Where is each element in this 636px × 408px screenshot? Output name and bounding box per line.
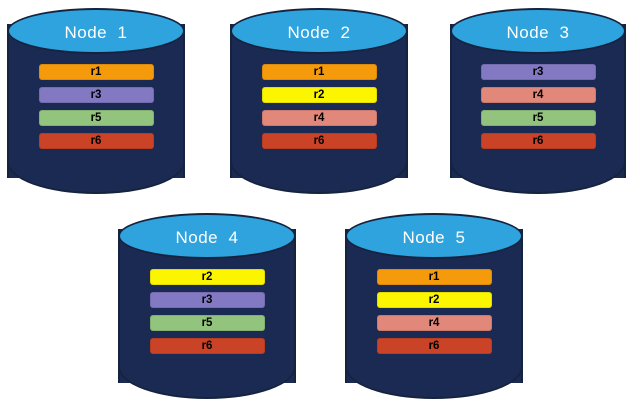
- cylinder-bottom-ellipse: [118, 367, 296, 399]
- replica-bar[interactable]: r6: [38, 133, 154, 149]
- replica-bar[interactable]: r4: [376, 315, 492, 331]
- replica-list: r1 r2 r4 r6: [345, 269, 523, 354]
- cylinder-top-ellipse: [345, 213, 523, 259]
- database-node-3[interactable]: Node 3 r3 r4 r5 r6: [450, 8, 626, 194]
- replica-list: r2 r3 r5 r6: [118, 269, 296, 354]
- replica-bar[interactable]: r2: [149, 269, 265, 285]
- cylinder-bottom-ellipse: [7, 162, 185, 194]
- database-node-4[interactable]: Node 4 r2 r3 r5 r6: [118, 213, 296, 399]
- database-node-5[interactable]: Node 5 r1 r2 r4 r6: [345, 213, 523, 399]
- cylinder-top-ellipse: [230, 8, 408, 54]
- replica-bar[interactable]: r6: [480, 133, 596, 149]
- replica-bar[interactable]: r1: [38, 64, 154, 80]
- replica-bar[interactable]: r2: [376, 292, 492, 308]
- replica-bar[interactable]: r6: [261, 133, 377, 149]
- replica-bar[interactable]: r1: [261, 64, 377, 80]
- replica-bar[interactable]: r2: [261, 87, 377, 103]
- replica-bar[interactable]: r6: [376, 338, 492, 354]
- cylinder-bottom-ellipse: [450, 162, 626, 194]
- cylinder-top-ellipse: [450, 8, 626, 54]
- node-title: Node 5: [402, 228, 466, 247]
- cylinder-bottom-ellipse: [230, 162, 408, 194]
- replica-bar[interactable]: r3: [149, 292, 265, 308]
- replica-bar[interactable]: r3: [38, 87, 154, 103]
- cylinder-top-ellipse: [7, 8, 185, 54]
- replica-bar[interactable]: r3: [480, 64, 596, 80]
- cylinder-bottom-ellipse: [345, 367, 523, 399]
- replica-bar[interactable]: r4: [261, 110, 377, 126]
- replica-bar[interactable]: r6: [149, 338, 265, 354]
- node-title: Node 3: [506, 23, 570, 42]
- replica-list: r3 r4 r5 r6: [450, 64, 626, 149]
- node-title: Node 2: [287, 23, 351, 42]
- replica-bar[interactable]: r5: [149, 315, 265, 331]
- replica-bar[interactable]: r5: [480, 110, 596, 126]
- replica-bar[interactable]: r1: [376, 269, 492, 285]
- replica-bar[interactable]: r5: [38, 110, 154, 126]
- cylinder-top-ellipse: [118, 213, 296, 259]
- database-node-1[interactable]: Node 1 r1 r3 r5 r6: [7, 8, 185, 194]
- replica-list: r1 r3 r5 r6: [7, 64, 185, 149]
- database-node-2[interactable]: Node 2 r1 r2 r4 r6: [230, 8, 408, 194]
- replica-list: r1 r2 r4 r6: [230, 64, 408, 149]
- replica-bar[interactable]: r4: [480, 87, 596, 103]
- node-title: Node 4: [175, 228, 239, 247]
- node-title: Node 1: [64, 23, 128, 42]
